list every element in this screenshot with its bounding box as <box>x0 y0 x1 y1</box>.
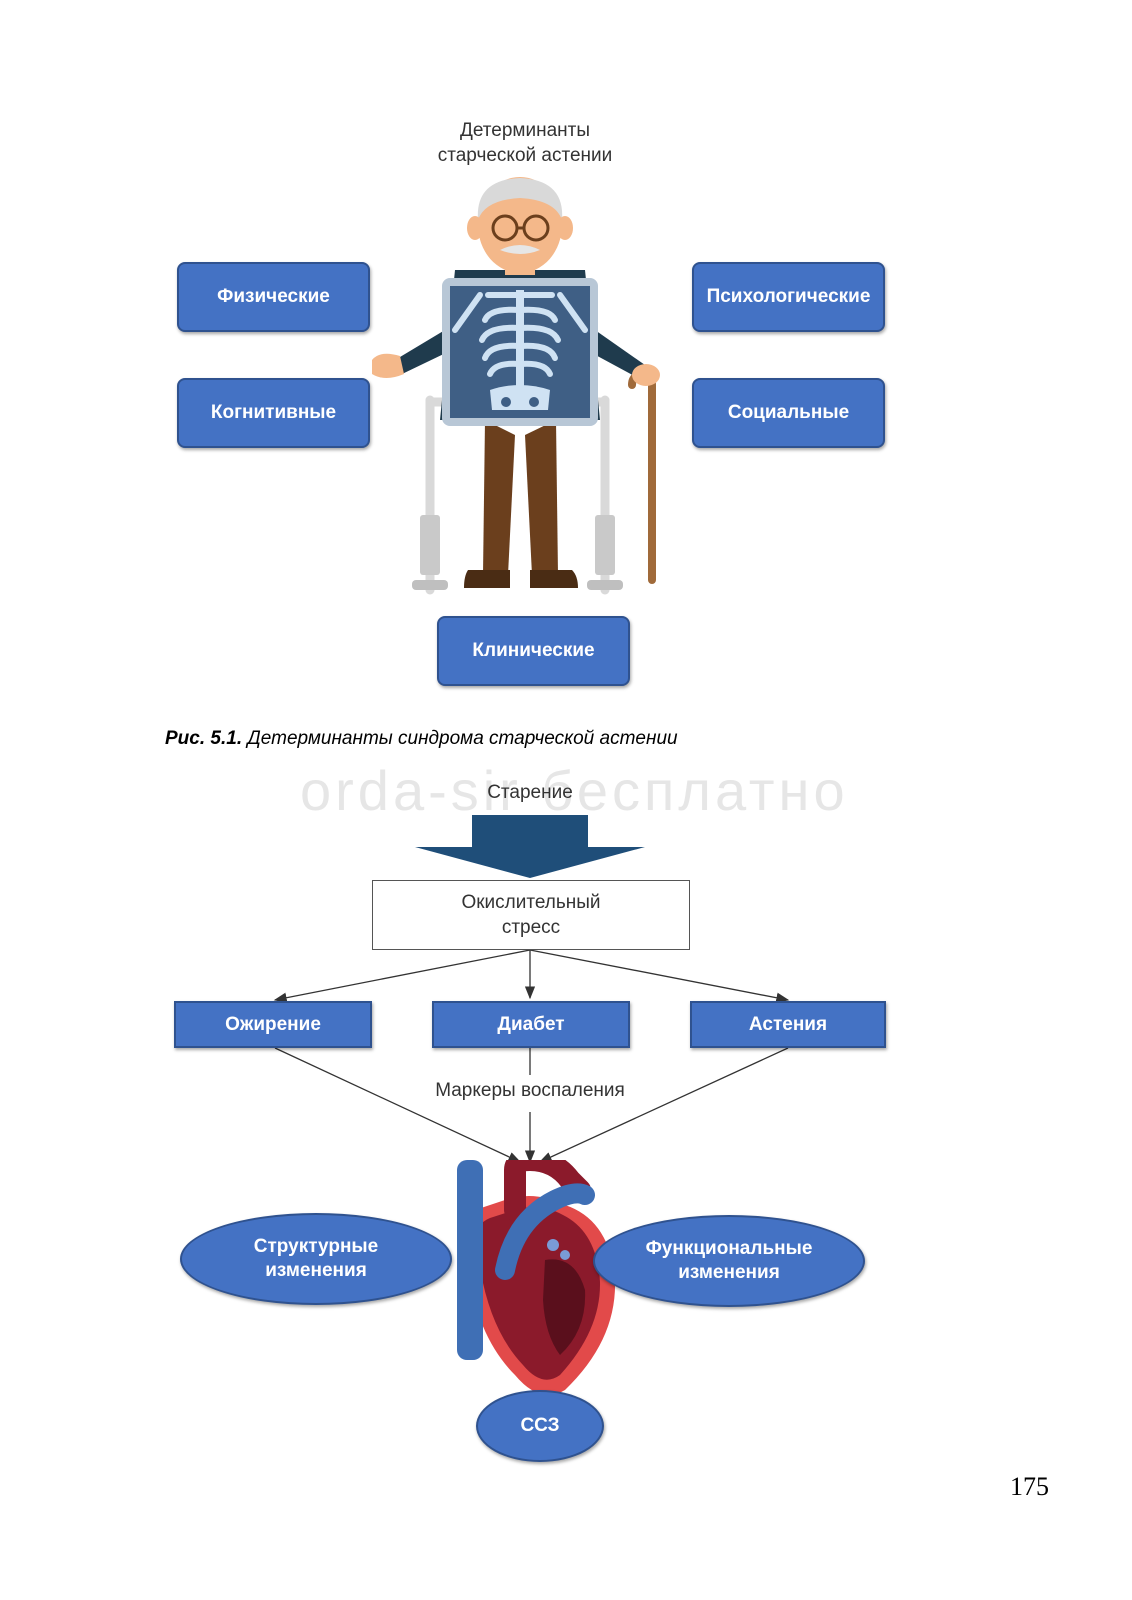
structural-changes-line1: Структурные <box>253 1236 379 1257</box>
social-box: Социальные <box>692 378 885 448</box>
caption-text: Детерминанты синдрома старческой астении <box>247 728 678 749</box>
cvd-ellipse: ССЗ <box>476 1390 604 1462</box>
physical-label: Физические <box>217 286 330 307</box>
functional-changes-line2: изменения <box>678 1262 780 1283</box>
caption-label: Рис. 5.1. <box>165 728 243 749</box>
psychological-label: Психологические <box>706 286 871 307</box>
big-down-arrow-icon <box>415 815 645 878</box>
social-label: Социальные <box>727 402 850 423</box>
physical-box: Физические <box>177 262 370 332</box>
watermark: orda-sir бесплатно <box>300 759 849 822</box>
diabetes-box: Диабет <box>432 1001 630 1048</box>
figure1-title-line1: Детерминанты <box>459 120 590 141</box>
functional-changes-line1: Функциональные <box>645 1238 813 1259</box>
clinical-label: Клинические <box>472 640 595 661</box>
inflammation-markers-label: Маркеры воспаления <box>410 1080 650 1102</box>
aging-label: Старение <box>487 782 573 803</box>
psychological-box: Психологические <box>692 262 885 332</box>
structural-changes-line2: изменения <box>265 1260 367 1281</box>
diabetes-label: Диабет <box>497 1013 565 1035</box>
cognitive-label: Когнитивные <box>210 402 337 423</box>
page-number: 175 <box>1010 1472 1049 1501</box>
functional-changes-ellipse: Функциональные изменения <box>593 1215 865 1307</box>
xray-panel <box>442 278 598 426</box>
oxidative-stress-box: Окислительный стресс <box>372 880 690 950</box>
cognitive-box: Когнитивные <box>177 378 370 448</box>
cvd-label: ССЗ <box>520 1415 560 1436</box>
figure-caption: Рис. 5.1. Детерминанты синдрома старческ… <box>165 728 678 750</box>
clinical-box: Клинические <box>437 616 630 686</box>
obesity-label: Ожирение <box>225 1013 321 1035</box>
frailty-label: Астения <box>748 1013 828 1035</box>
structural-changes-ellipse: Структурные изменения <box>180 1213 452 1305</box>
obesity-box: Ожирение <box>174 1001 372 1048</box>
figure1-title: Детерминанты старческой астении <box>400 118 650 168</box>
heart-illustration <box>457 1160 616 1395</box>
frailty-box: Астения <box>690 1001 886 1048</box>
glasses-icon <box>491 214 550 242</box>
oxidative-stress-line2: стресс <box>501 917 561 938</box>
elderly-man-illustration <box>372 177 660 595</box>
figure1-title-line2: старческой астении <box>437 145 613 166</box>
oxidative-stress-line1: Окислительный <box>461 892 601 913</box>
